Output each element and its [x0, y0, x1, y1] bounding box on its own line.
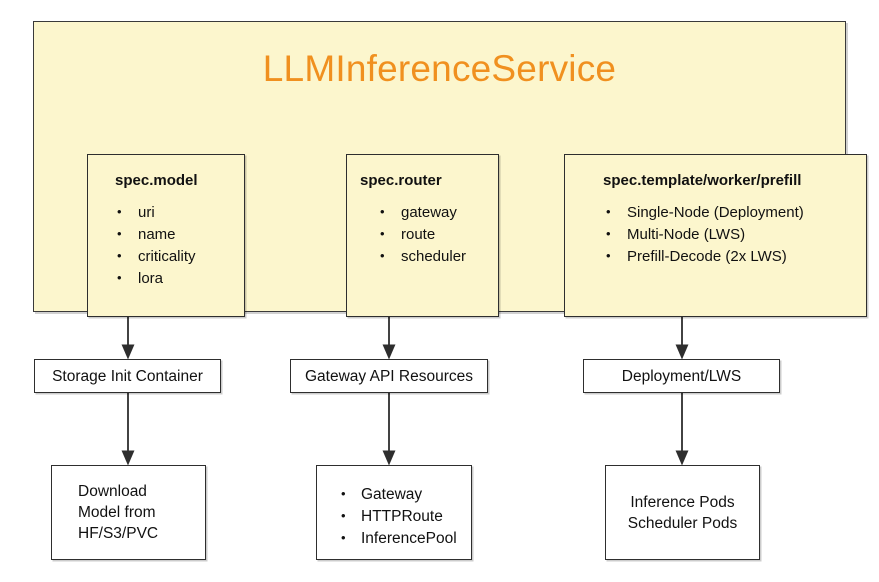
list-item: Prefill-Decode (2x LWS): [606, 245, 866, 268]
storage-init-container-box[interactable]: Storage Init Container: [34, 359, 221, 393]
list-item: InferencePool: [341, 527, 471, 550]
list-item: Single-Node (Deployment): [606, 201, 866, 224]
spec-router-heading: spec.router: [360, 172, 442, 189]
spec-model-heading: spec.model: [115, 172, 198, 189]
node-label: Gateway API Resources: [305, 367, 473, 385]
list-item: route: [380, 223, 498, 246]
spec-model-list: uri name criticality lora: [88, 201, 244, 290]
spec-router-box[interactable]: spec.router gateway route scheduler: [346, 154, 499, 317]
list-item: name: [117, 223, 244, 246]
spec-router-list: gateway route scheduler: [347, 201, 498, 268]
llm-inference-service-container: LLMInferenceService spec.model uri name …: [33, 21, 867, 317]
deployment-lws-box[interactable]: Deployment/LWS: [583, 359, 780, 393]
gateway-resources-list-box[interactable]: Gateway HTTPRoute InferencePool: [316, 465, 472, 560]
download-model-box[interactable]: Download Model from HF/S3/PVC: [51, 465, 206, 560]
list-item: Multi-Node (LWS): [606, 223, 866, 246]
spec-model-box[interactable]: spec.model uri name criticality lora: [87, 154, 245, 317]
node-label: Deployment/LWS: [621, 367, 742, 385]
spec-template-worker-prefill-box[interactable]: spec.template/worker/prefill Single-Node…: [564, 154, 867, 317]
list-item: HTTPRoute: [341, 505, 471, 528]
page-title: LLMInferenceService: [262, 48, 617, 89]
gateway-resources-list: Gateway HTTPRoute InferencePool: [317, 466, 471, 550]
spec-template-heading: spec.template/worker/prefill: [603, 172, 802, 189]
list-item: lora: [117, 267, 244, 290]
list-item: uri: [117, 201, 244, 224]
node-label: Download Model from HF/S3/PVC: [78, 483, 159, 542]
list-item: Gateway: [341, 483, 471, 506]
inference-pods-box[interactable]: Inference Pods Scheduler Pods: [605, 465, 760, 560]
list-item: criticality: [117, 245, 244, 268]
gateway-api-resources-box[interactable]: Gateway API Resources: [290, 359, 488, 393]
node-label: Inference Pods Scheduler Pods: [627, 493, 738, 532]
node-label: Storage Init Container: [52, 367, 203, 385]
spec-template-list: Single-Node (Deployment) Multi-Node (LWS…: [565, 201, 866, 268]
list-item: gateway: [380, 201, 498, 224]
list-item: scheduler: [380, 245, 498, 268]
